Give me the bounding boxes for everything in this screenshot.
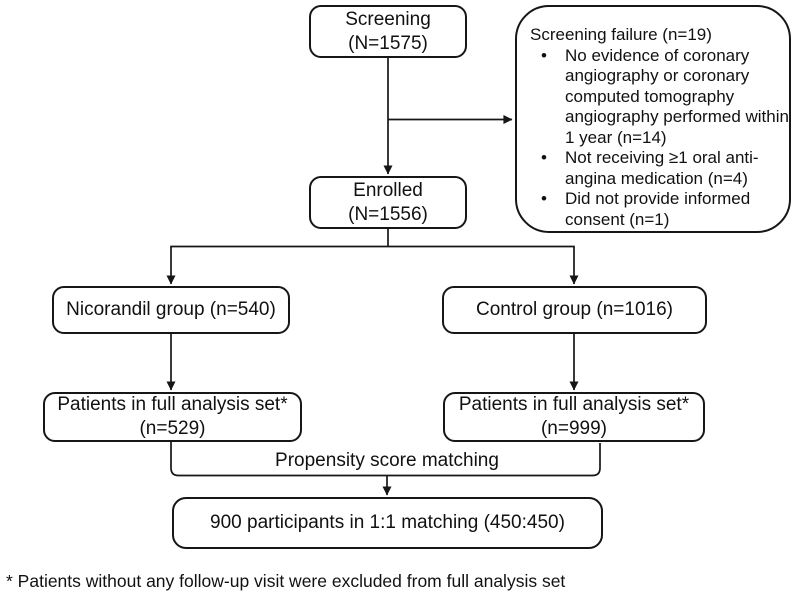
screening-label: Screening [345,8,431,30]
control-group-box: Control group (n=1016) [442,286,707,334]
enrolled-box: Enrolled (N=1556) [309,176,467,229]
screening-count: (N=1575) [348,32,428,54]
screening-box: Screening (N=1575) [309,5,467,58]
footnote: * Patients without any follow-up visit w… [6,571,566,591]
failure-reason-item: • Not receiving ≥1 oral anti-angina medi… [530,148,791,189]
full-analysis-right-label: Patients in full analysis set* [458,394,690,415]
control-group-label: Control group (n=1016) [476,299,673,320]
failure-reason-item: • No evidence of coronary angiography or… [530,46,791,149]
bullet-icon: • [541,148,547,167]
full-analysis-set-right-box: Patients in full analysis set* (n=999) [443,392,705,442]
failure-reason-text: Not receiving ≥1 oral anti-angina medica… [565,148,759,188]
screening-failure-title: Screening failure (n=19) [530,25,712,44]
full-analysis-left-count: (n=529) [139,418,206,439]
full-analysis-set-left-box: Patients in full analysis set* (n=529) [43,392,302,442]
matched-participants-box: 900 participants in 1:1 matching (450:45… [172,497,603,549]
line-matching-bracket [170,441,601,477]
failure-reason-item: • Did not provide informed consent (n=1) [530,189,791,230]
screening-failure-box: Screening failure (n=19) • No evidence o… [515,5,791,233]
enrolled-label: Enrolled [353,179,423,201]
bullet-icon: • [541,45,547,65]
bullet-icon: • [541,189,547,208]
propensity-score-matching-label: Propensity score matching [275,450,499,471]
enrolled-count: (N=1556) [348,203,428,225]
nicorandil-group-box: Nicorandil group (n=540) [52,286,290,334]
matched-participants-label: 900 participants in 1:1 matching (450:45… [210,512,565,533]
failure-reason-text: Did not provide informed consent (n=1) [565,189,751,229]
nicorandil-group-label: Nicorandil group (n=540) [66,299,276,320]
failure-reason-text: No evidence of coronary angiography or c… [565,45,789,147]
full-analysis-right-count: (n=999) [540,418,608,439]
full-analysis-left-label: Patients in full analysis set* [57,394,288,415]
